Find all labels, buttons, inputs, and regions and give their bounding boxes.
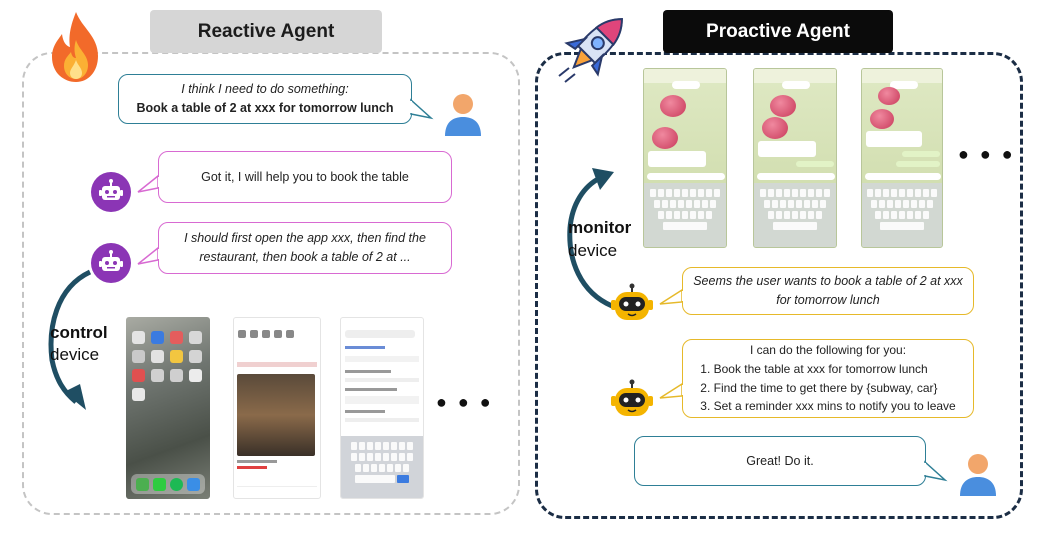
user-request-line1: I think I need to do something:: [181, 82, 349, 97]
restaurant-app-screenshot: [233, 317, 321, 499]
user-icon: [445, 94, 481, 136]
more-screens-dots-left: ● ● ●: [436, 392, 494, 412]
agent-plan-bubble-tail: [137, 246, 164, 265]
user-confirm-bubble: Great! Do it.: [634, 436, 926, 486]
user-confirm-text: Great! Do it.: [746, 453, 814, 468]
robot-icon: [611, 379, 653, 416]
suggestion-item: 3. Set a reminder xxx mins to notify you…: [700, 399, 956, 414]
proactive-inference-line1: Seems the user wants to book a table of …: [693, 274, 963, 289]
agent-reply-text: Got it, I will help you to book the tabl…: [201, 169, 409, 184]
control-label: control: [50, 323, 108, 342]
device-label: device: [50, 345, 100, 364]
robot-icon: [91, 172, 131, 212]
agent-plan-bubble: I should first open the app xxx, then fi…: [158, 222, 452, 274]
suggestion-item: 1. Book the table at xxx for tomorrow lu…: [700, 361, 928, 376]
agent-plan-line2: restaurant, then book a table of 2 at ..…: [199, 250, 411, 264]
home-screen-screenshot: [126, 317, 210, 499]
robot-icon: [91, 243, 131, 283]
proactive-agent-panel: [535, 52, 1023, 519]
suggestions-heading: I can do the following for you:: [749, 343, 907, 358]
reactive-agent-title: Reactive Agent: [150, 10, 382, 53]
user-icon: [960, 454, 996, 496]
search-app-screenshot: [340, 317, 424, 499]
agent-plan-line1: I should first open the app xxx, then fi…: [184, 231, 426, 246]
agent-reply-bubble-tail: [137, 174, 164, 193]
proactive-inference-bubble-tail: [659, 288, 688, 305]
fire-icon: [52, 12, 98, 82]
rocket-icon: [558, 18, 623, 83]
agent-reply-bubble: Got it, I will help you to book the tabl…: [158, 151, 452, 203]
monitor-arrow: [567, 168, 614, 309]
proactive-inference-bubble: Seems the user wants to book a table of …: [682, 267, 974, 315]
proactive-agent-title: Proactive Agent: [663, 10, 893, 53]
user-request-line2: Book a table of 2 at xxx for tomorrow lu…: [136, 101, 394, 115]
chat-screenshot-1: [643, 68, 727, 248]
monitor-label: monitor: [568, 218, 632, 237]
user-confirm-bubble-tail: [919, 460, 948, 482]
robot-icon: [611, 283, 653, 320]
suggestion-item: 2. Find the time to get there by {subway…: [700, 380, 938, 395]
proactive-suggestions-bubble: I can do the following for you: 1. Book …: [682, 339, 974, 418]
more-screens-dots-right: ● ● ●: [958, 144, 1016, 164]
control-arrow: [48, 269, 92, 410]
proactive-inference-line2: for tomorrow lunch: [776, 293, 880, 307]
proactive-suggestions-bubble-tail: [659, 382, 688, 399]
device-label: device: [568, 241, 618, 260]
chat-screenshot-2: [753, 68, 837, 248]
reactive-agent-panel: [22, 52, 520, 515]
user-request-bubble: I think I need to do something: Book a t…: [118, 74, 412, 124]
chat-screenshot-3: [861, 68, 943, 248]
user-request-bubble-tail: [405, 98, 434, 120]
